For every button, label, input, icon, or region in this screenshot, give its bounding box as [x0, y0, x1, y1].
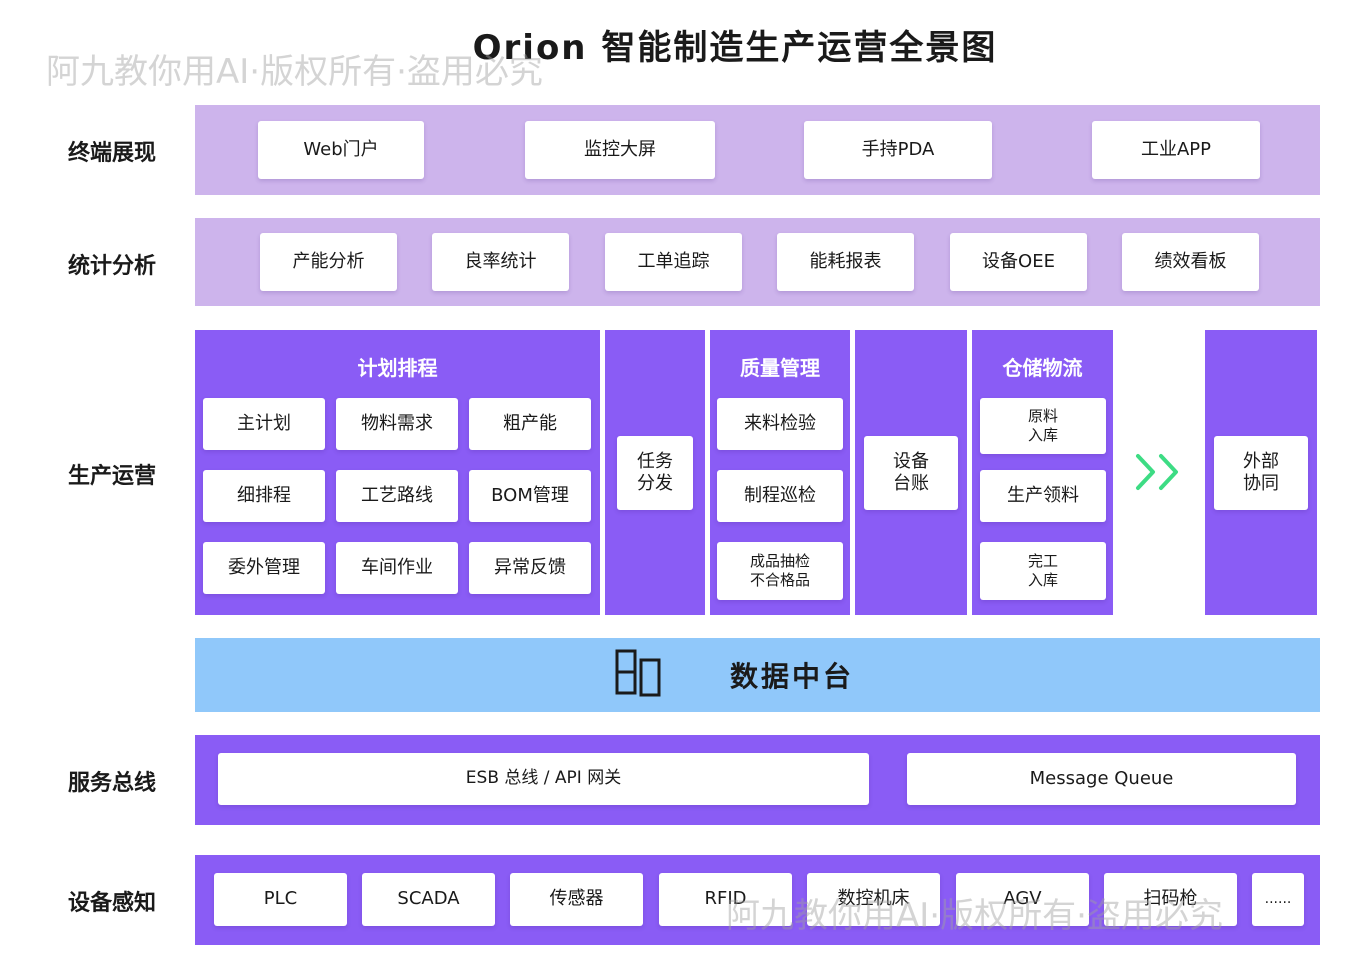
equipment-card: 设备 台账: [864, 436, 958, 510]
planning-item: 物料需求: [336, 398, 458, 450]
planning-item: BOM管理: [469, 470, 591, 522]
quality-item: 来料检验: [717, 398, 843, 450]
data-platform-band: [195, 638, 1320, 712]
service-bus-mq: Message Queue: [907, 753, 1296, 805]
analytics-item-energy: 能耗报表: [777, 233, 914, 291]
planning-item: 粗产能: [469, 398, 591, 450]
analytics-item-performance: 绩效看板: [1122, 233, 1259, 291]
device-item-more: ......: [1252, 873, 1304, 926]
page-title: Orion 智能制造生产运营全景图: [472, 28, 998, 68]
planning-title: 计划排程: [357, 356, 438, 380]
layer-label-terminal: 终端展现: [68, 141, 157, 166]
service-bus-esb: ESB 总线 / API 网关: [218, 753, 869, 805]
quality-title: 质量管理: [740, 356, 820, 380]
layout-columns-icon: [614, 648, 664, 698]
layer-label-analytics: 统计分析: [68, 254, 157, 279]
warehouse-item: 完工 入库: [980, 542, 1106, 600]
planning-item: 委外管理: [203, 542, 325, 594]
layer-label-service-bus: 服务总线: [68, 771, 157, 796]
device-item: AGV: [956, 873, 1089, 926]
planning-item: 车间作业: [336, 542, 458, 594]
warehouse-title: 仓储物流: [1002, 356, 1083, 380]
warehouse-item: 生产领料: [980, 470, 1106, 522]
external-card: 外部 协同: [1214, 436, 1308, 510]
planning-item: 主计划: [203, 398, 325, 450]
data-platform-label: 数据中台: [730, 660, 855, 693]
analytics-item-yield: 良率统计: [432, 233, 569, 291]
dispatch-card: 任务 分发: [617, 436, 693, 510]
terminal-item-web: Web门户: [258, 121, 424, 179]
layer-label-operations: 生产运营: [68, 464, 157, 489]
planning-item: 异常反馈: [469, 542, 591, 594]
planning-item: 工艺路线: [336, 470, 458, 522]
double-chevron-right-icon: [1133, 452, 1185, 492]
device-item: 传感器: [510, 873, 643, 926]
terminal-item-app: 工业APP: [1092, 121, 1260, 179]
analytics-item-capacity: 产能分析: [260, 233, 397, 291]
device-item: 数控机床: [807, 873, 940, 926]
device-item: SCADA: [362, 873, 495, 926]
analytics-item-workorder: 工单追踪: [605, 233, 742, 291]
warehouse-item: 原料 入库: [980, 398, 1106, 454]
device-item: 扫码枪: [1104, 873, 1237, 926]
planning-item: 细排程: [203, 470, 325, 522]
terminal-item-pda: 手持PDA: [804, 121, 992, 179]
device-item: PLC: [214, 873, 347, 926]
quality-item: 成品抽检 不合格品: [717, 542, 843, 600]
terminal-item-dashboard: 监控大屏: [525, 121, 715, 179]
device-item: RFID: [659, 873, 792, 926]
layer-label-devices: 设备感知: [68, 891, 157, 916]
analytics-item-oee: 设备OEE: [950, 233, 1087, 291]
quality-item: 制程巡检: [717, 470, 843, 522]
